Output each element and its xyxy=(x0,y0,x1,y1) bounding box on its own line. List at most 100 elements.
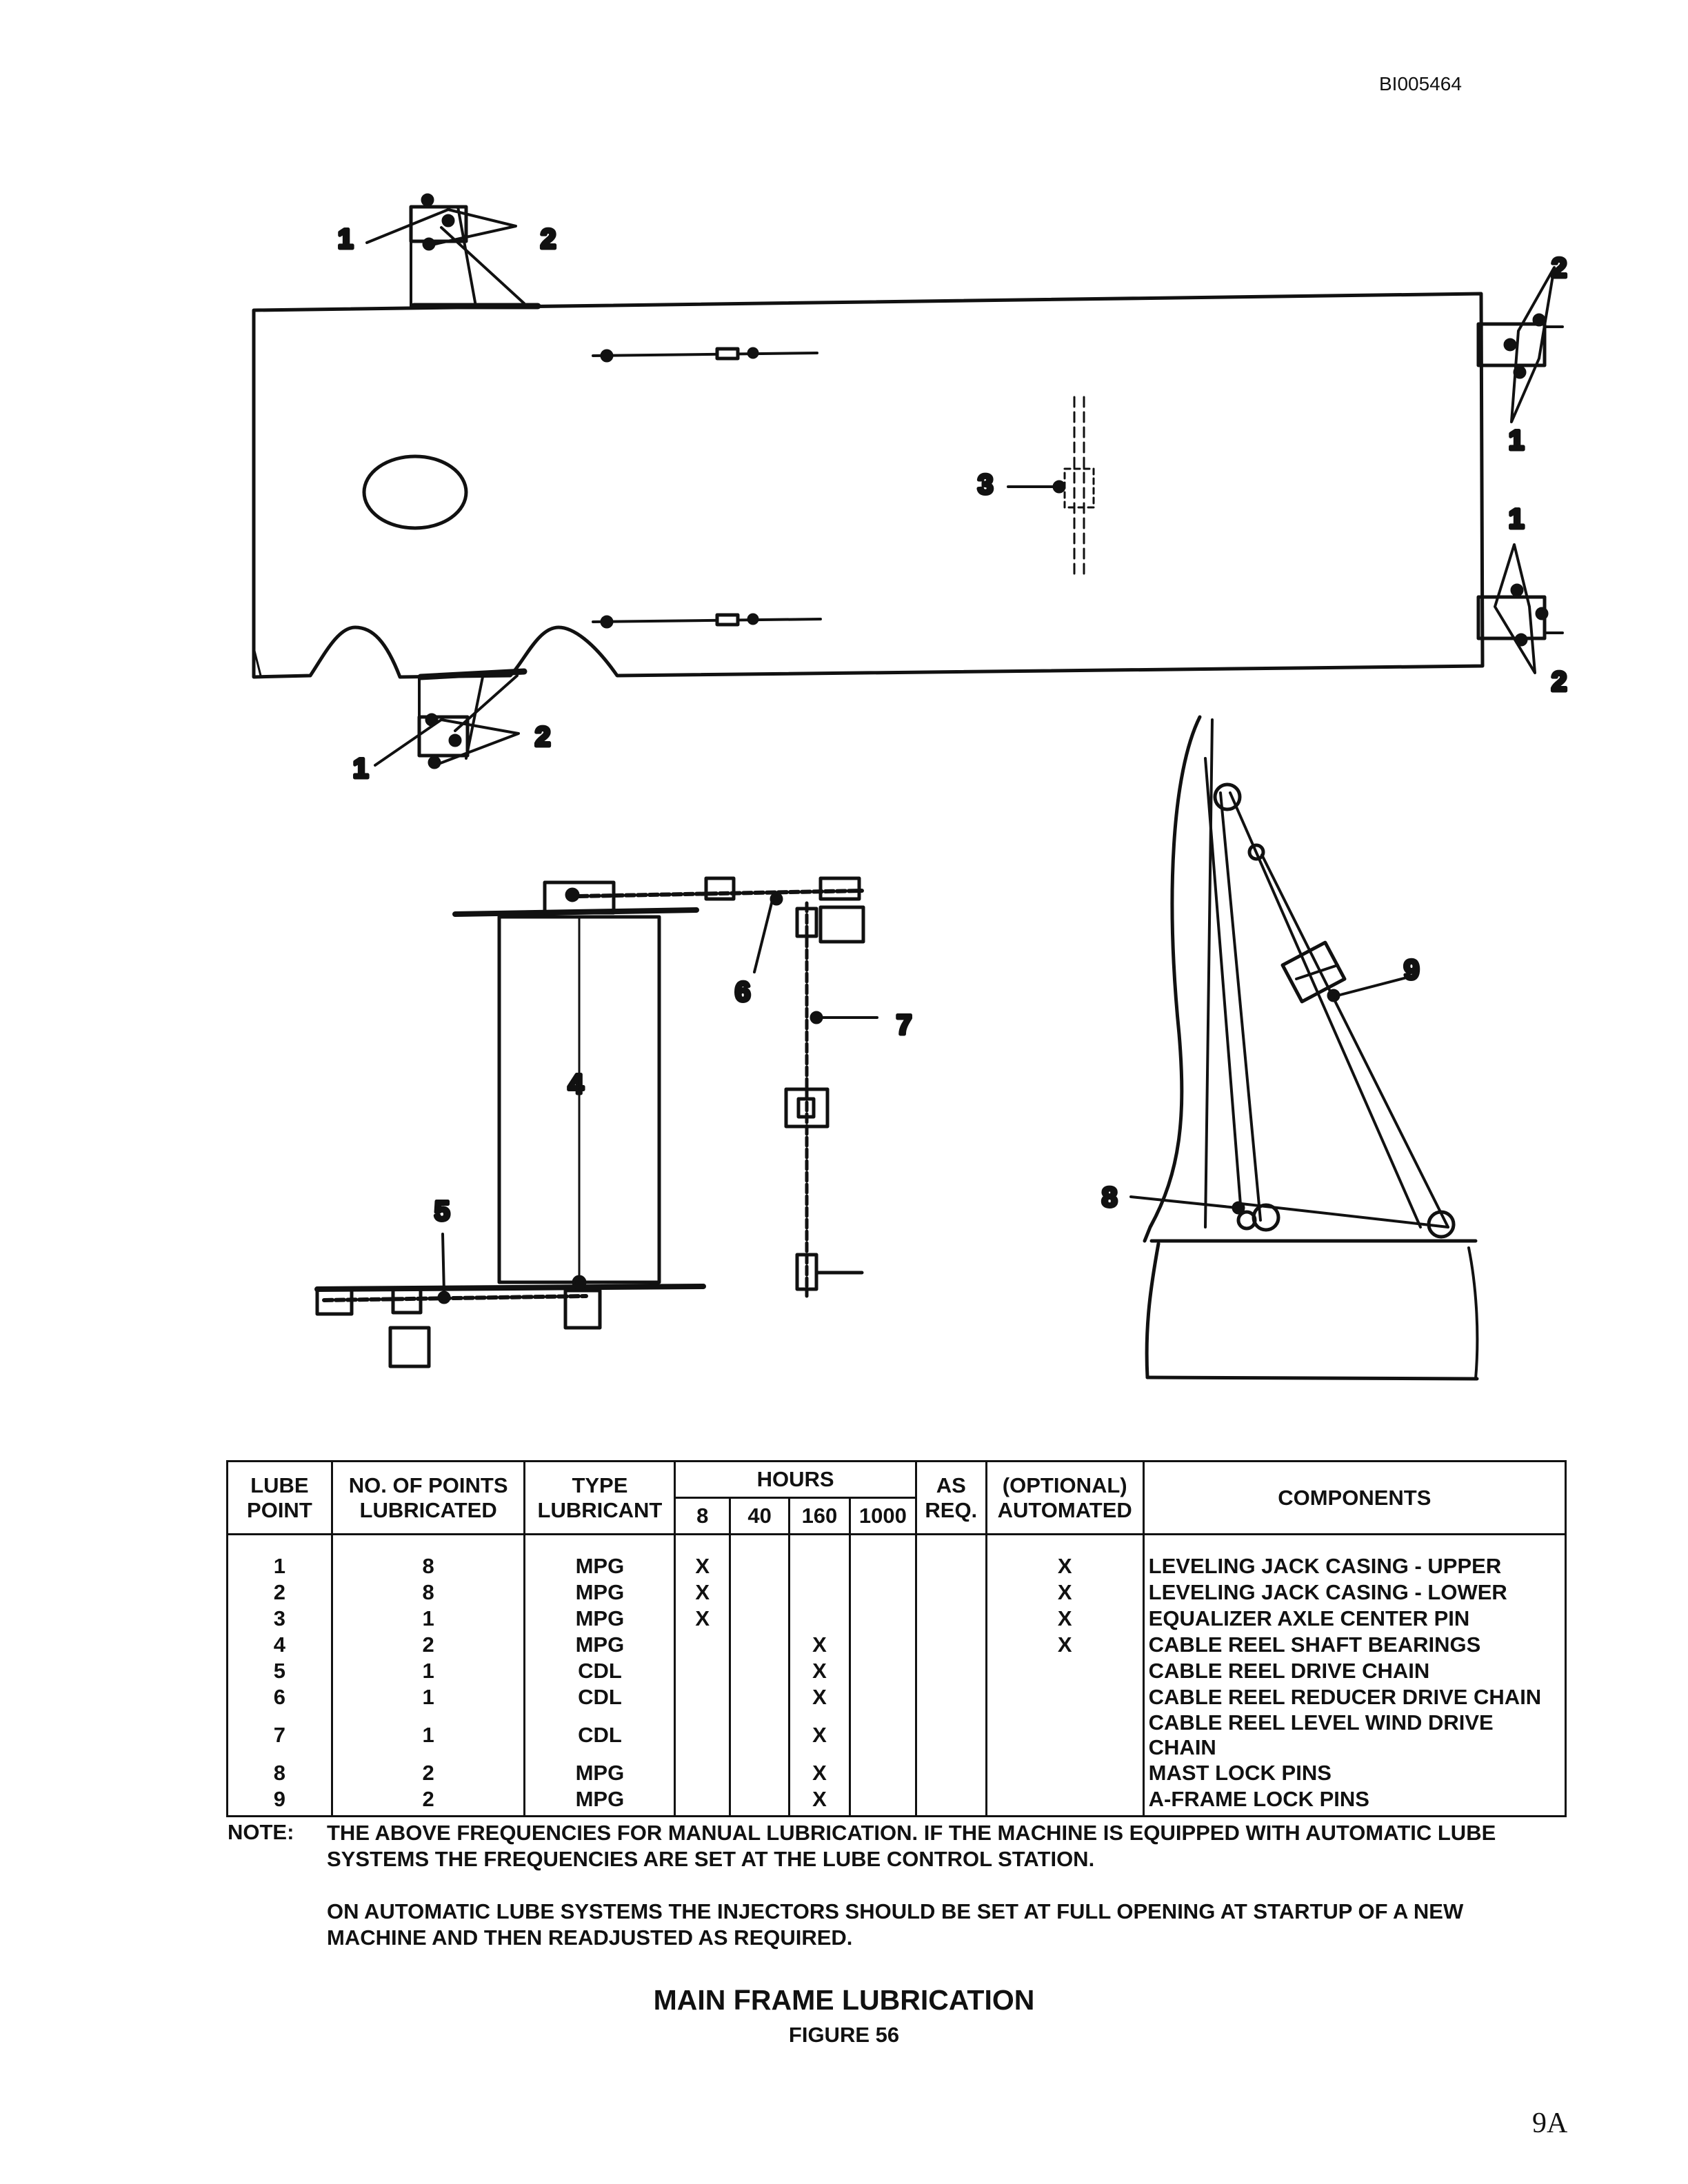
cell-count: 2 xyxy=(330,1786,526,1817)
cell-h160: X xyxy=(787,1632,851,1658)
cell-h40 xyxy=(729,1579,790,1606)
cell-h8: X xyxy=(674,1606,732,1632)
cell-count: 1 xyxy=(330,1684,526,1710)
cell-point: 6 xyxy=(226,1684,333,1710)
callout-2-bottom-left: 2 xyxy=(535,722,550,752)
cell-h40 xyxy=(729,1632,790,1658)
col-components: COMPONENTS xyxy=(1142,1460,1567,1535)
cell-count: 2 xyxy=(330,1632,526,1658)
cell-h1000 xyxy=(848,1553,917,1579)
cell-type: MPG xyxy=(523,1553,676,1579)
cell-auto: X xyxy=(985,1632,1145,1658)
equalizer-axle xyxy=(1052,396,1095,580)
cell-auto xyxy=(985,1760,1145,1786)
cell-component: CABLE REEL DRIVE CHAIN xyxy=(1142,1658,1567,1684)
cell-auto: X xyxy=(985,1553,1145,1579)
cell-type: MPG xyxy=(523,1606,676,1632)
cell-h160: X xyxy=(787,1684,851,1710)
callout-1-top-left: 1 xyxy=(338,224,353,254)
cell-auto: X xyxy=(985,1579,1145,1606)
cell-h8: X xyxy=(674,1553,732,1579)
cell-h40 xyxy=(729,1658,790,1684)
cell-type: CDL xyxy=(523,1658,676,1684)
cell-auto xyxy=(985,1658,1145,1684)
cell-asreq xyxy=(914,1710,987,1760)
lubrication-diagram: 1 2 2 1 3 1 2 1 2 6 7 4 5 9 8 xyxy=(252,193,1569,1381)
cell-type: MPG xyxy=(523,1632,676,1658)
cell-count: 8 xyxy=(330,1553,526,1579)
cell-h40 xyxy=(729,1606,790,1632)
callout-7: 7 xyxy=(896,1010,912,1040)
cell-count: 1 xyxy=(330,1658,526,1684)
cell-asreq xyxy=(914,1579,987,1606)
cell-point: 9 xyxy=(226,1786,333,1817)
note-label: NOTE: xyxy=(228,1820,294,1844)
cell-type: CDL xyxy=(523,1684,676,1710)
col-hours-1000: 1000 xyxy=(848,1497,917,1535)
note-paragraph-2: ON AUTOMATIC LUBE SYSTEMS THE INJECTORS … xyxy=(327,1899,1464,1950)
cell-count: 1 xyxy=(330,1710,526,1760)
cell-h1000 xyxy=(848,1760,917,1786)
cell-point: 8 xyxy=(226,1760,333,1786)
cell-component: LEVELING JACK CASING - LOWER xyxy=(1142,1579,1567,1606)
callout-2-right-upper: 2 xyxy=(1551,253,1567,283)
cell-h8 xyxy=(674,1632,732,1658)
cell-h8 xyxy=(674,1658,732,1684)
cell-component: CABLE REEL LEVEL WIND DRIVE CHAIN xyxy=(1142,1710,1567,1760)
cell-auto xyxy=(985,1786,1145,1817)
callout-leader-6 xyxy=(753,899,774,973)
upper-tie-rod xyxy=(592,347,818,363)
jack-bottom-left xyxy=(374,668,528,769)
col-optional-automated: (OPTIONAL)AUTOMATED xyxy=(985,1460,1145,1535)
cell-h1000 xyxy=(848,1579,917,1606)
cell-component: MAST LOCK PINS xyxy=(1142,1760,1567,1786)
col-hours: HOURS xyxy=(674,1460,917,1499)
page-number: 9A xyxy=(1532,2107,1568,2139)
cell-count: 1 xyxy=(330,1606,526,1632)
cell-component: EQUALIZER AXLE CENTER PIN xyxy=(1142,1606,1567,1632)
cell-h8 xyxy=(674,1684,732,1710)
cell-asreq xyxy=(914,1658,987,1684)
cell-component: A-FRAME LOCK PINS xyxy=(1142,1786,1567,1817)
cell-auto xyxy=(985,1684,1145,1710)
callout-leader-9 xyxy=(1336,976,1408,997)
cell-point: 4 xyxy=(226,1632,333,1658)
cell-h40 xyxy=(729,1684,790,1710)
cell-count: 8 xyxy=(330,1579,526,1606)
cell-h8 xyxy=(674,1786,732,1817)
cell-asreq xyxy=(914,1553,987,1579)
cell-type: MPG xyxy=(523,1786,676,1817)
callout-6: 6 xyxy=(735,977,750,1007)
note-paragraph-1: THE ABOVE FREQUENCIES FOR MANUAL LUBRICA… xyxy=(327,1821,1496,1871)
cell-asreq xyxy=(914,1632,987,1658)
col-hours-40: 40 xyxy=(729,1497,790,1535)
cell-h1000 xyxy=(848,1606,917,1632)
callout-2-top-left: 2 xyxy=(541,224,556,254)
cell-asreq xyxy=(914,1684,987,1710)
cell-h40 xyxy=(729,1760,790,1786)
cell-h1000 xyxy=(848,1710,917,1760)
cell-h40 xyxy=(729,1786,790,1817)
cell-h1000 xyxy=(848,1658,917,1684)
cell-point: 3 xyxy=(226,1606,333,1632)
cell-h8 xyxy=(674,1760,732,1786)
callout-leader-5 xyxy=(441,1233,445,1295)
cell-h40 xyxy=(729,1553,790,1579)
mast-a-frame xyxy=(1129,715,1479,1381)
cell-auto: X xyxy=(985,1606,1145,1632)
col-hours-8: 8 xyxy=(674,1497,732,1535)
cell-count: 2 xyxy=(330,1760,526,1786)
frame-oval-opening xyxy=(362,454,468,530)
cell-h160: X xyxy=(787,1658,851,1684)
callout-3: 3 xyxy=(978,469,993,500)
cell-h8 xyxy=(674,1710,732,1760)
cell-h160 xyxy=(787,1553,851,1579)
cell-asreq xyxy=(914,1786,987,1817)
